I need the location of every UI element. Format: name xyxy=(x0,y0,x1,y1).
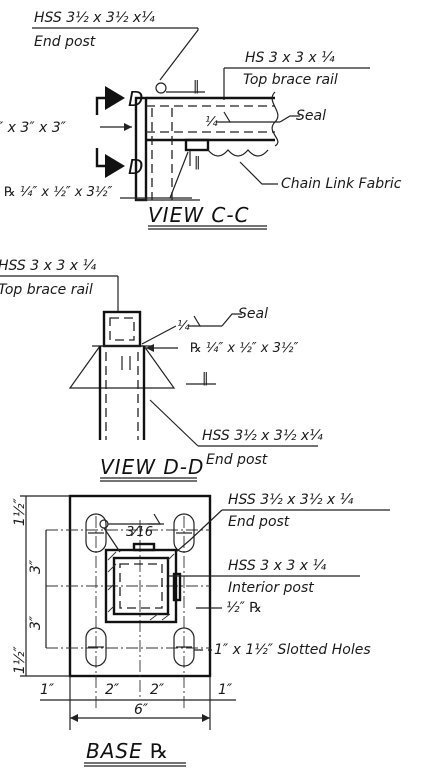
dd-seal-leader xyxy=(221,313,242,327)
base-weld-size: 3⁄16 xyxy=(126,525,153,540)
base-dim-v-2: 3″ xyxy=(28,559,44,574)
base-side-tab xyxy=(172,572,182,602)
dd-end-post-label: HSS 3½ x 3½ x¼ xyxy=(202,428,323,444)
dd-top-rail-sub: Top brace rail xyxy=(0,282,93,298)
cc-plate-weld-mark: ‖ xyxy=(194,155,201,170)
cc-end-post-leader xyxy=(159,28,199,81)
base-end-post-label: HSS 3½ x 3½ x ¼ xyxy=(228,492,354,508)
cc-seal-label: Seal xyxy=(296,108,326,124)
base-plate-view: 3⁄16 HSS 3½ x 3½ x ¼ End post HSS 3 x 3 … xyxy=(12,492,390,767)
cc-end-post-label: HSS 3½ x 3½ x¼ xyxy=(34,10,155,26)
cc-break-line xyxy=(271,91,279,147)
slotted-hole-top-left xyxy=(85,513,107,553)
base-plate-title: BASE ℞ xyxy=(86,739,169,763)
cc-plate-leader xyxy=(169,151,189,199)
slotted-hole-top-right xyxy=(173,513,195,553)
base-interior-post-sub: Interior post xyxy=(228,580,314,596)
cc-weld-symbol xyxy=(216,111,232,123)
base-slotted-holes-label: 1″ x 1½″ Slotted Holes xyxy=(214,642,371,658)
cc-fabric-label: Chain Link Fabric xyxy=(281,176,402,192)
dd-plate-label: ℞ ¼″ x ½″ x 3½″ xyxy=(190,341,298,356)
cc-weld-fillet-mark: ‖ xyxy=(193,79,200,94)
base-weld-all-around xyxy=(99,519,109,529)
base-interior-post-inner xyxy=(119,563,163,609)
view-dd: HSS 3 x 3 x ¼ Top brace rail ¼ Seal ℞ ¼″… xyxy=(0,258,323,482)
cc-dim-3x3-label: ″ x 3″ x 3″ xyxy=(0,120,67,136)
cc-end-post-wall xyxy=(134,96,148,202)
dd-weld-fillet-mark: ‖ xyxy=(202,371,209,386)
slotted-hole-bottom-left xyxy=(85,627,107,667)
slotted-hole-bottom-right xyxy=(173,627,195,667)
dd-weld-leader xyxy=(141,325,177,345)
base-interior-post-label: HSS 3 x 3 x ¼ xyxy=(228,558,326,574)
dd-seal-label: Seal xyxy=(238,306,268,322)
base-plate-thk-label: ½″ ℞ xyxy=(226,600,262,616)
view-dd-title: VIEW D-D xyxy=(100,455,204,479)
view-cc-title: VIEW C-C xyxy=(148,203,250,227)
dd-weld-size: ¼ xyxy=(177,319,190,334)
view-cc: HSS 3½ x 3½ x¼ End post ‖ D HS 3 x 3 x ¼… xyxy=(0,10,402,230)
base-dim-h-1: 1″ xyxy=(40,682,55,698)
cc-fabric-leader xyxy=(239,161,278,185)
dd-end-post-sub: End post xyxy=(206,452,268,468)
cc-plate-tab xyxy=(184,138,210,152)
cc-weld-all-around-symbol xyxy=(155,82,167,94)
base-dim-h-3: 2″ xyxy=(150,682,165,698)
cc-end-post-sub: End post xyxy=(34,34,96,50)
cc-dim-arrow xyxy=(124,123,132,131)
cc-plate-label: ℞ ¼″ x ½″ x 3½″ xyxy=(4,185,112,200)
section-mark-d-top-arrow xyxy=(105,86,125,110)
section-mark-d-bottom-arrow xyxy=(105,154,125,178)
cc-chain-link-fabric xyxy=(207,149,269,157)
dd-weld-symbol xyxy=(188,315,202,327)
cc-weld-size: ¼ xyxy=(205,115,218,130)
base-dim-v-4: 1½″ xyxy=(12,646,28,674)
base-end-post-leader xyxy=(175,509,223,553)
base-dim-total: 6″ xyxy=(134,702,149,718)
base-dim-v-1: 1½″ xyxy=(12,498,28,526)
cc-top-rail-label: HS 3 x 3 x ¼ xyxy=(245,50,335,66)
dd-top-rail-label: HSS 3 x 3 x ¼ xyxy=(0,258,96,274)
base-interior-post xyxy=(112,556,170,616)
base-end-post-sub: End post xyxy=(228,514,290,530)
base-weld-leader xyxy=(103,527,121,553)
base-dim-h-2: 2″ xyxy=(105,682,120,698)
base-top-tab xyxy=(132,542,156,552)
base-dim-v-3: 3″ xyxy=(28,615,44,630)
cc-top-rail-sub: Top brace rail xyxy=(243,72,338,88)
dd-end-post-leader xyxy=(149,399,199,447)
cc-seal-leader xyxy=(279,115,300,123)
dd-top-rail-inner xyxy=(109,317,135,341)
base-dim-h-4: 1″ xyxy=(218,682,233,698)
base-weld-symbol xyxy=(148,513,162,525)
section-mark-d-bottom-letter: D xyxy=(128,155,144,179)
base-weld-hatch xyxy=(107,551,175,621)
